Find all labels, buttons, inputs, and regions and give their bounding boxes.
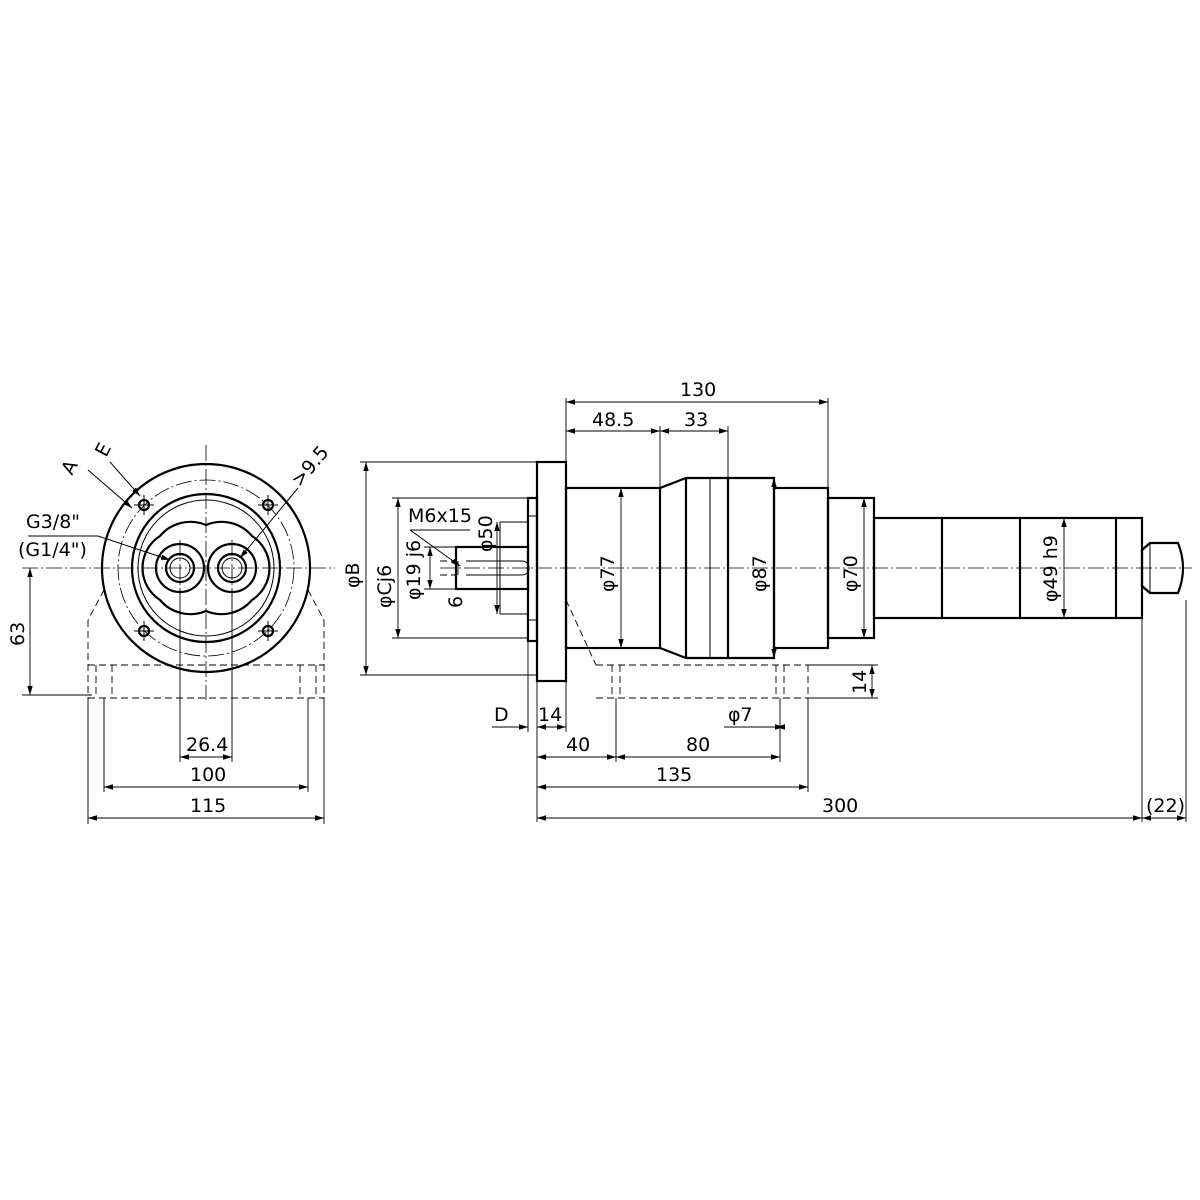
dim-phic-text: φCj6 — [374, 565, 396, 608]
pilot-outer-circle — [130, 492, 282, 644]
label-port-a: A — [57, 457, 83, 479]
dim-33-text: 33 — [684, 409, 708, 431]
dim-87-text: φ87 — [749, 555, 771, 592]
dim-phi50-text: φ50 — [475, 515, 497, 552]
label-flange-offset: D — [494, 704, 509, 726]
dim-26-4-text: 26.4 — [186, 734, 228, 756]
output-shaft — [454, 545, 530, 591]
dim-300-text: 300 — [822, 795, 858, 817]
dim-40-text: 40 — [566, 734, 590, 756]
rod-end-fitting — [1140, 541, 1185, 595]
label-hole-dia: >9.5 — [287, 442, 334, 491]
leader-e — [109, 461, 141, 497]
dim-49-text: φ49 h9 — [1040, 535, 1062, 602]
shaft-keyway — [466, 560, 530, 576]
dim-foot-14-text: 14 — [849, 670, 871, 694]
dim-flange-14-text: 14 — [538, 704, 562, 726]
dim-phi19-text: φ19 j6 — [403, 540, 425, 600]
leader-m6 — [409, 529, 461, 567]
port-boss-outline — [141, 520, 271, 616]
dim-22-text: (22) — [1146, 795, 1185, 817]
dim-key-text: 6 — [445, 596, 467, 608]
side-view: 130 48.5 33 M6x15 φB φCj6 φ19 j6 φ50 6 φ… — [342, 379, 1192, 822]
dim-70-text: φ70 — [840, 555, 862, 592]
dim-phi7-text: φ7 — [728, 704, 753, 726]
label-thread-tap: M6x15 — [408, 505, 472, 527]
label-thread-main: G3/8" — [26, 511, 80, 533]
leader-thread — [97, 535, 171, 561]
dim-48-5-text: 48.5 — [592, 409, 634, 431]
dim-100-text: 100 — [190, 764, 226, 786]
leader-a — [87, 469, 133, 509]
bolt-holes — [134, 495, 278, 641]
body-segment-77 — [564, 486, 662, 650]
dim-80-text: 80 — [686, 734, 710, 756]
dim-130-text: 130 — [680, 379, 716, 401]
flange-outer-circle — [100, 462, 312, 674]
label-thread-alt: (G1/4") — [18, 539, 87, 561]
bolt-circle — [117, 479, 295, 657]
front-view: A E G3/8" (G1/4") >9.5 63 26.4 100 115 — [7, 439, 335, 824]
side-hidden-foot — [565, 599, 870, 699]
dim-135-text: 135 — [656, 764, 692, 786]
dim-phib-text: φB — [342, 562, 364, 588]
leader-hole — [239, 487, 299, 559]
label-port-e: E — [91, 439, 116, 460]
flange-plate — [535, 460, 568, 683]
front-hidden-foot — [87, 589, 325, 699]
dim-63-text: 63 — [7, 622, 29, 646]
dim-77-text: φ77 — [597, 555, 619, 592]
dim-115-text: 115 — [190, 795, 226, 817]
pilot-inner-circle — [137, 499, 275, 637]
